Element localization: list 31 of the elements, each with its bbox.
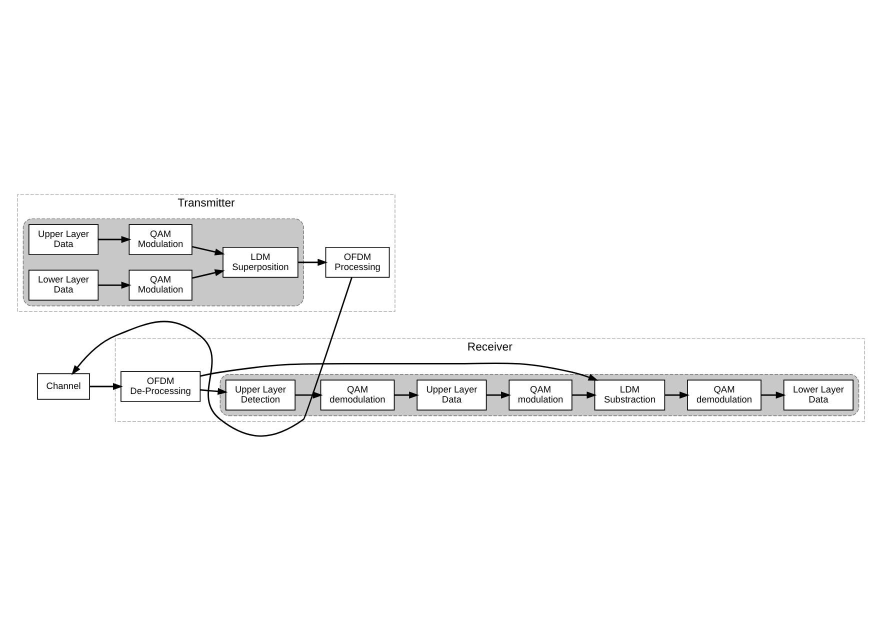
- arrow: [486, 391, 512, 398]
- node-box: Upper Layer Data: [416, 379, 487, 410]
- arrow: [295, 391, 323, 398]
- node-box: QAM demodulation: [687, 379, 762, 410]
- arrow: [664, 391, 690, 398]
- node-box: Upper Layer Detection: [225, 379, 296, 410]
- node-box: Upper Layer Data: [28, 224, 99, 254]
- arrow: [192, 245, 225, 255]
- arrow: [394, 391, 420, 398]
- arrow: [298, 258, 328, 266]
- node-box: QAM demodulation: [320, 379, 395, 410]
- arrow: [71, 276, 352, 436]
- node-box: Lower Layer Data: [783, 379, 854, 410]
- arrow: [200, 362, 598, 380]
- node-box: QAM Modulation: [128, 224, 192, 254]
- node-box: OFDM Processing: [325, 246, 390, 278]
- node-box: Channel: [37, 372, 90, 400]
- arrow: [98, 236, 132, 243]
- arrow: [98, 281, 132, 288]
- cluster: [22, 218, 304, 306]
- node-box: QAM Modulation: [128, 269, 192, 300]
- arrow: [572, 391, 597, 398]
- arrow: [200, 387, 228, 394]
- node-box: QAM modulation: [508, 379, 572, 410]
- arrow: [192, 268, 225, 278]
- node-box: LDM Superposition: [222, 246, 298, 278]
- node-box: LDM Substraction: [594, 379, 666, 410]
- arrow: [761, 391, 786, 398]
- arrow: [90, 382, 123, 390]
- node-box: OFDM De-Processing: [120, 370, 201, 402]
- node-box: Lower Layer Data: [28, 269, 99, 300]
